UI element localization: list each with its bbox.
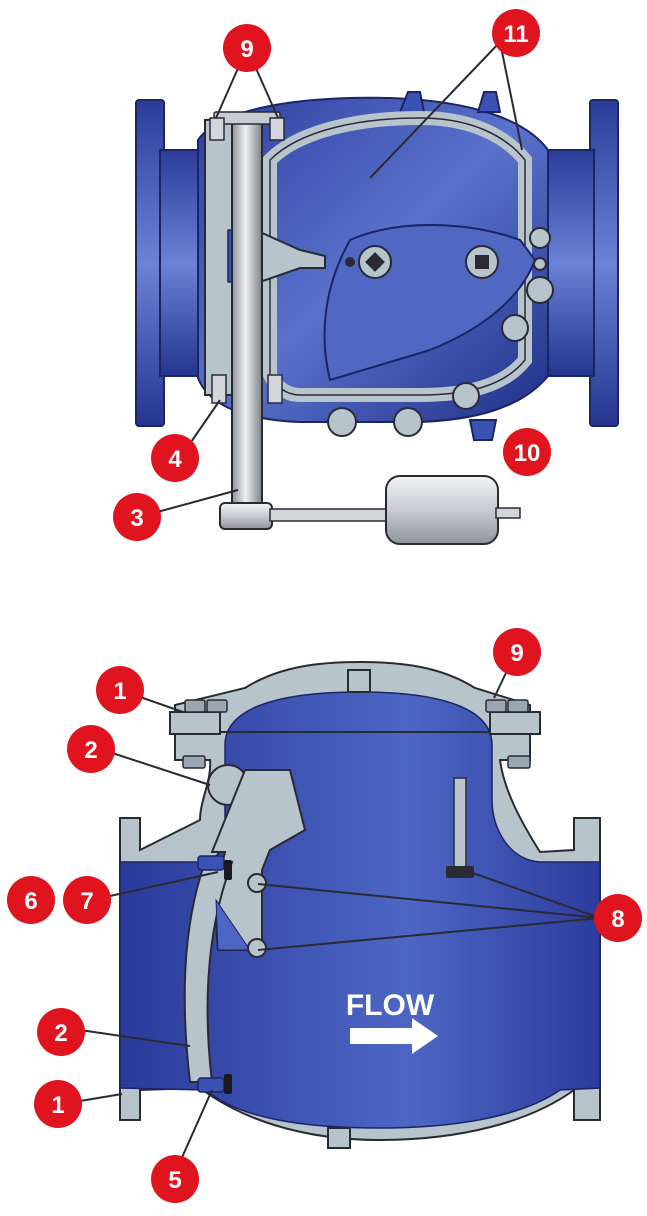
bottom-bolt-nut bbox=[507, 755, 531, 769]
top-lever-hub bbox=[219, 502, 273, 530]
top-shaft-cap-bolt-left bbox=[209, 117, 225, 141]
svg-text:9: 9 bbox=[510, 640, 523, 667]
flow-arrow-icon bbox=[350, 1018, 438, 1054]
svg-text:7: 7 bbox=[80, 888, 93, 915]
top-bolt bbox=[526, 276, 554, 304]
bottom-bolt-head bbox=[206, 699, 228, 713]
callout-bot-7: 7 bbox=[63, 876, 111, 924]
bottom-hinge-pin-upper bbox=[247, 873, 267, 893]
bottom-seal-bottom bbox=[224, 1074, 232, 1094]
bottom-indicator-stem bbox=[453, 777, 467, 871]
svg-text:6: 6 bbox=[24, 888, 37, 915]
top-packing-right bbox=[267, 374, 283, 404]
bottom-valve-section: FLOW bbox=[119, 660, 601, 1149]
svg-text:1: 1 bbox=[113, 678, 126, 705]
svg-text:3: 3 bbox=[130, 505, 143, 532]
top-bolt bbox=[327, 407, 357, 437]
bottom-seat-ring-top bbox=[197, 855, 225, 871]
leader-line bbox=[179, 1089, 213, 1163]
leader-line bbox=[257, 917, 601, 951]
top-lug-right bbox=[476, 91, 502, 113]
flow-arrow: FLOW bbox=[346, 989, 438, 1054]
leader-line bbox=[99, 748, 211, 786]
callout-bot-1a: 1 bbox=[96, 666, 144, 714]
svg-text:4: 4 bbox=[168, 446, 182, 473]
bottom-seal-top bbox=[224, 860, 232, 880]
top-bolt bbox=[393, 407, 423, 437]
callout-top-11: 11 bbox=[492, 9, 540, 57]
leader-line bbox=[79, 1029, 191, 1047]
leader-line bbox=[149, 489, 239, 515]
callout-top-4: 4 bbox=[151, 434, 199, 482]
bottom-cover-bolts bbox=[182, 699, 531, 769]
bottom-cover-flange-right bbox=[489, 711, 541, 735]
top-packing-left bbox=[211, 374, 227, 404]
bottom-disc-accent bbox=[215, 898, 251, 951]
top-shaft bbox=[231, 117, 263, 509]
svg-text:1: 1 bbox=[51, 1092, 64, 1119]
top-lug-bottom bbox=[468, 419, 498, 441]
bottom-hinge-pin-lower bbox=[247, 938, 267, 958]
bottom-body-nut-bottom bbox=[327, 1127, 351, 1149]
bottom-indicator-foot bbox=[446, 866, 474, 878]
bottom-bolt-head bbox=[184, 699, 206, 713]
leader-line bbox=[257, 883, 601, 919]
svg-text:2: 2 bbox=[54, 1020, 67, 1047]
svg-text:11: 11 bbox=[503, 21, 528, 48]
top-bolt bbox=[533, 257, 547, 271]
leader-line bbox=[469, 871, 601, 919]
callout-top-9: 9 bbox=[223, 24, 271, 72]
callout-bot-5: 5 bbox=[151, 1155, 199, 1203]
top-valve-view bbox=[135, 91, 619, 545]
top-cover-section-outline bbox=[269, 117, 526, 396]
callout-top-3: 3 bbox=[113, 493, 161, 541]
flow-label: FLOW bbox=[346, 989, 435, 1022]
leader-line bbox=[109, 871, 219, 897]
bottom-cover-nut-top bbox=[347, 669, 371, 693]
bottom-cover-flange-left bbox=[169, 711, 221, 735]
top-shaft-cap-bolt-right bbox=[269, 117, 285, 141]
callouts: 9 11 4 10 3 9 1 2 bbox=[7, 9, 642, 1203]
bottom-bolt-head bbox=[507, 699, 529, 713]
top-counterweight bbox=[385, 475, 499, 545]
leader-line bbox=[369, 41, 501, 179]
top-lug-left bbox=[398, 91, 426, 113]
top-bolt-socket bbox=[365, 252, 385, 272]
top-bolt bbox=[529, 227, 551, 249]
top-bolt bbox=[452, 382, 480, 410]
svg-text:2: 2 bbox=[84, 737, 97, 764]
callout-bot-6: 6 bbox=[7, 876, 55, 924]
top-pin bbox=[345, 257, 355, 267]
svg-text:9: 9 bbox=[240, 36, 253, 63]
top-bolt-socket bbox=[475, 255, 489, 269]
bottom-bolt-nut bbox=[182, 755, 206, 769]
top-lever-tip bbox=[495, 507, 521, 519]
svg-text:8: 8 bbox=[611, 906, 624, 933]
callout-bot-9: 9 bbox=[493, 628, 541, 676]
callout-bot-1b: 1 bbox=[34, 1080, 82, 1128]
callout-bot-8: 8 bbox=[594, 894, 642, 942]
svg-text:5: 5 bbox=[168, 1167, 181, 1194]
top-lever-arm bbox=[269, 508, 391, 522]
top-bolt bbox=[501, 314, 529, 342]
callout-bot-2a: 2 bbox=[67, 725, 115, 773]
leader-line bbox=[499, 41, 523, 151]
callout-bot-2b: 2 bbox=[37, 1008, 85, 1056]
leader-line bbox=[79, 1093, 123, 1102]
svg-text:10: 10 bbox=[514, 440, 541, 467]
top-left-neck bbox=[159, 149, 201, 377]
callout-top-10: 10 bbox=[503, 428, 551, 476]
bottom-bolt-head bbox=[485, 699, 507, 713]
